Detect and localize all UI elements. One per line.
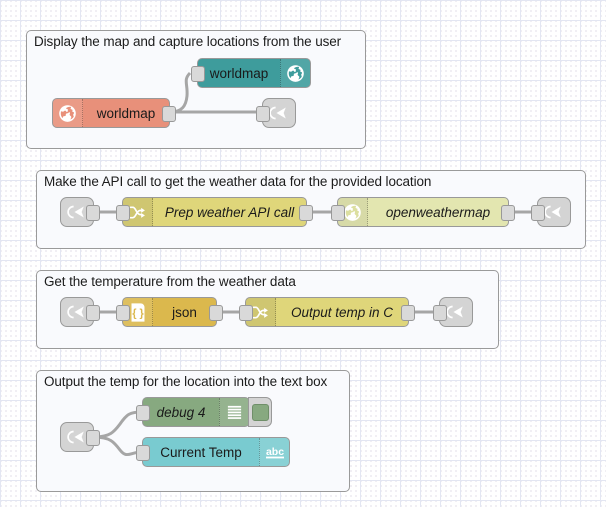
node-worldmap-input[interactable]: worldmap [52,98,176,128]
node-input-port[interactable] [531,205,545,221]
node-prep-weather-api-call[interactable]: Prep weather API call [116,197,313,227]
node-label: json [172,304,197,320]
node-input-port[interactable] [116,205,130,221]
node-openweathermap[interactable]: openweathermap [331,197,515,227]
node-label: worldmap [209,65,269,81]
node-output-port[interactable] [401,305,415,321]
node-output-port[interactable] [209,305,223,321]
node-input-port[interactable] [331,205,345,221]
group-label: Get the temperature from the weather dat… [44,274,296,289]
node-input-port[interactable] [116,305,130,321]
group-label: Display the map and capture locations fr… [34,34,342,49]
node-output-port[interactable] [501,205,515,221]
node-output-port[interactable] [86,305,100,321]
link-out-icon [440,298,472,326]
node-link-out-2[interactable] [531,197,571,227]
node-input-port[interactable] [433,305,447,321]
node-link-out-3[interactable] [433,297,473,327]
node-input-port[interactable] [136,405,150,421]
change-icon [123,198,153,226]
node-output-port[interactable] [299,205,313,221]
node-input-port[interactable] [136,445,150,461]
link-out-icon [263,99,295,127]
node-current-temp[interactable]: Current Temp abc [136,437,290,467]
node-worldmap-output[interactable]: worldmap [191,58,311,88]
group-get-temperature[interactable]: Get the temperature from the weather dat… [36,270,499,349]
node-output-temp-in-c[interactable]: Output temp in C [239,297,415,327]
debug-toggle-button[interactable] [248,397,272,427]
debug-toggle-indicator [251,403,269,421]
globe-icon [53,99,83,127]
group-label: Output the temp for the location into th… [44,374,328,389]
link-in-icon [61,298,93,326]
node-input-port[interactable] [239,305,253,321]
svg-text:{ }: { } [132,307,144,319]
node-link-in-2[interactable] [60,197,100,227]
abc-icon: abc [259,438,289,466]
node-label: openweathermap [385,204,491,220]
globe-icon [280,59,310,87]
node-link-in-3[interactable] [60,297,100,327]
node-label: Prep weather API call [164,204,295,220]
node-json[interactable]: { } json [116,297,223,327]
link-in-icon [61,423,93,451]
node-label: Output temp in C [290,304,394,320]
node-input-port[interactable] [191,66,205,82]
json-braces-icon: { } [123,298,153,326]
node-label: debug 4 [156,404,206,420]
node-link-in-4[interactable] [60,422,100,452]
link-in-icon [61,198,93,226]
node-label: worldmap [96,105,156,121]
group-display-map[interactable]: Display the map and capture locations fr… [26,30,366,149]
node-output-port[interactable] [162,106,176,122]
node-label: Current Temp [160,444,242,460]
node-input-port[interactable] [256,106,270,122]
node-debug-4[interactable]: debug 4 [136,397,272,427]
debug-lines-icon [219,398,249,426]
node-output-port[interactable] [86,205,100,221]
link-out-icon [538,198,570,226]
node-output-port[interactable] [86,430,100,446]
svg-text:abc: abc [265,446,283,458]
group-label: Make the API call to get the weather dat… [44,174,432,189]
node-link-out-1[interactable] [256,98,296,128]
